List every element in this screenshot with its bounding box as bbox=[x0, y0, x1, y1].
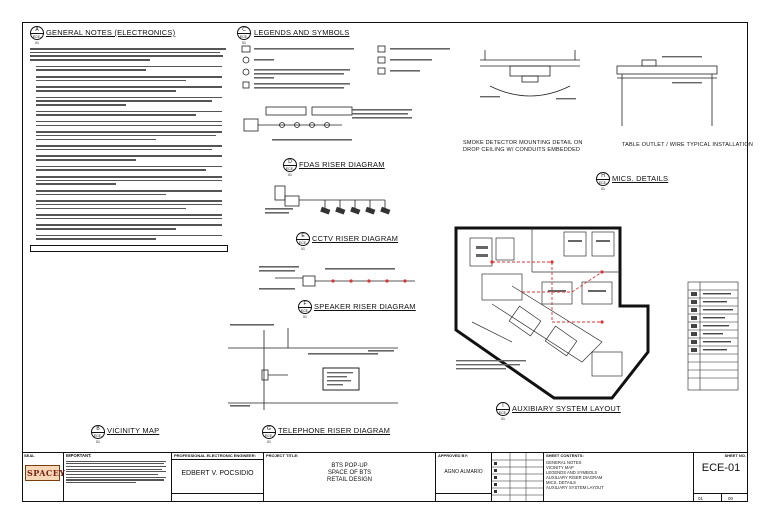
cctv-title: CCTV RISER DIAGRAM bbox=[312, 234, 399, 243]
sheet-contents-item: MICS. DETAILS bbox=[546, 480, 576, 485]
telephone-badge: G ECE-01 bbox=[262, 425, 276, 444]
table-outlet-detail-title: TABLE OUTLET / WIRE TYPICAL INSTALLATION bbox=[622, 142, 754, 148]
sheet-contents-item: LEGENDS AND SYMBOLS bbox=[546, 470, 598, 475]
revisions-grid bbox=[492, 452, 544, 502]
project-title-label: PROJECT TITLE: bbox=[266, 453, 299, 458]
sheet-no-label: SHEET NO. bbox=[724, 453, 746, 458]
mics-badge-letter: H bbox=[601, 173, 605, 179]
approver-name: AGNO ALMARIO bbox=[444, 469, 483, 475]
auxiliary-floor-plan bbox=[454, 226, 650, 400]
cctv-badge-sheet: ECE-01 bbox=[298, 241, 308, 251]
telephone-riser-graphic bbox=[228, 324, 398, 410]
fdas-badge-sheet: ECE-01 bbox=[285, 167, 295, 177]
auxiliary-title: AUXIBIARY SYSTEM LAYOUT bbox=[512, 404, 621, 413]
general-notes-body bbox=[30, 46, 230, 252]
telephone-badge-sheet: ECE-01 bbox=[264, 434, 274, 444]
title-block-sheet-no: SHEET NO. ECE-01 01 00 bbox=[694, 452, 748, 502]
vicinity-badge-letter: B bbox=[96, 426, 100, 432]
title-block-important: IMPORTANT: bbox=[64, 452, 172, 502]
title-block-project: PROJECT TITLE: BTS POP-UP SPACE OF BTS R… bbox=[264, 452, 436, 502]
sheet-total: 00 bbox=[728, 496, 734, 501]
sheet-contents-item: GENERAL NOTES bbox=[546, 460, 582, 465]
general-notes-title: GENERAL NOTES (ELECTRONICS) bbox=[46, 28, 176, 37]
title-block-engineer: PROFESSIONAL ELECTRONIC ENGINEER: EDBERT… bbox=[172, 452, 264, 502]
sheet-contents-label: SHEET CONTENTS: bbox=[546, 453, 584, 458]
smoke-detector-detail-graphic bbox=[480, 50, 580, 100]
legends-badge: C ECE-01 bbox=[237, 26, 251, 45]
cctv-riser-graphic bbox=[265, 185, 391, 215]
speaker-badge-sheet: ECE-01 bbox=[300, 309, 310, 319]
project-line-1: BTS POP-UP bbox=[331, 463, 368, 469]
project-line-2: SPACE OF BTS bbox=[327, 470, 372, 476]
telephone-title: TELEPHONE RISER DIAGRAM bbox=[278, 426, 391, 435]
vicinity-map-title: VICINITY MAP bbox=[107, 426, 160, 435]
speaker-title: SPEAKER RISER DIAGRAM bbox=[314, 302, 416, 311]
legends-title: LEGENDS AND SYMBOLS bbox=[254, 28, 350, 37]
mics-badge-sheet: ECE-01 bbox=[598, 181, 608, 191]
fdas-title: FDAS RISER DIAGRAM bbox=[299, 160, 385, 169]
legends-symbols-graphic bbox=[241, 45, 450, 89]
side-legend-table bbox=[687, 281, 739, 391]
cctv-badge: E ECE-01 bbox=[296, 232, 310, 251]
smoke-detector-detail-title: SMOKE DETECTOR MOUNTING DETAIL ON DROP C… bbox=[463, 140, 583, 153]
speaker-riser-graphic bbox=[259, 266, 415, 290]
general-notes-badge: A ECE-01 bbox=[30, 26, 44, 45]
telephone-badge-letter: G bbox=[267, 426, 271, 432]
cctv-badge-letter: E bbox=[301, 233, 305, 239]
auxiliary-badge: I ECE-01 bbox=[496, 402, 510, 421]
legends-badge-sheet: ECE-01 bbox=[239, 35, 249, 45]
legends-badge-letter: C bbox=[242, 27, 246, 33]
speaker-badge-letter: F bbox=[303, 301, 307, 307]
mics-badge: H ECE-01 bbox=[596, 172, 610, 191]
fdas-badge: D ECE-01 bbox=[283, 158, 297, 177]
logo-text: SPACEY bbox=[27, 468, 66, 478]
auxiliary-badge-letter: I bbox=[502, 403, 504, 409]
table-outlet-detail-graphic bbox=[616, 56, 718, 126]
vicinity-badge-sheet: ECE-01 bbox=[93, 434, 103, 444]
important-label: IMPORTANT: bbox=[66, 453, 92, 458]
sheet-border bbox=[22, 22, 748, 502]
mics-title: MICS. DETAILS bbox=[612, 174, 669, 183]
title-block-approved: APPROVED BY: AGNO ALMARIO bbox=[436, 452, 492, 502]
fdas-badge-letter: D bbox=[288, 159, 292, 165]
vicinity-map-badge: B ECE-01 bbox=[91, 425, 105, 444]
sheet-contents-list: GENERAL NOTES VICINITY MAP LEGENDS AND S… bbox=[544, 459, 693, 491]
project-line-3: RETAIL DESIGN bbox=[326, 477, 372, 483]
general-notes-badge-letter: A bbox=[35, 27, 39, 33]
engineer-label: PROFESSIONAL ELECTRONIC ENGINEER: bbox=[172, 452, 263, 460]
general-notes-badge-sheet: ECE-01 bbox=[32, 35, 42, 45]
sheet-index: 01 bbox=[698, 496, 704, 501]
sheet-contents-item: AUXILIARY SYSTEM LAYOUT bbox=[546, 485, 604, 490]
title-block-revisions bbox=[492, 452, 544, 502]
auxiliary-badge-sheet: ECE-01 bbox=[498, 411, 508, 421]
title-block-seal: SEAL SPACEY bbox=[22, 452, 65, 502]
fdas-riser-graphic bbox=[243, 106, 412, 141]
seal-label: SEAL bbox=[24, 453, 35, 458]
title-block-divider bbox=[22, 452, 748, 453]
engineer-name: EDBERT V. POCSIDIO bbox=[181, 470, 254, 477]
title-block-sheet-contents: SHEET CONTENTS: GENERAL NOTES VICINITY M… bbox=[544, 452, 694, 502]
speaker-badge: F ECE-01 bbox=[298, 300, 312, 319]
sheet-contents-item: VICINITY MAP bbox=[546, 465, 574, 470]
sheet-number: ECE-01 bbox=[701, 462, 741, 474]
approved-label: APPROVED BY: bbox=[438, 453, 469, 458]
company-logo: SPACEY bbox=[25, 465, 65, 481]
sheet-contents-item: AUXILIARY RISER DIAGRAM bbox=[546, 475, 603, 480]
